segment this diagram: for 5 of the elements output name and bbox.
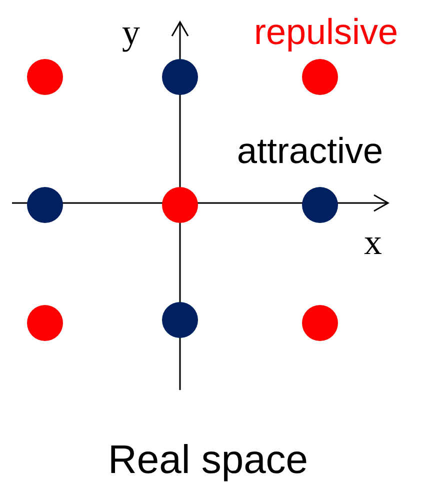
axis-label: y bbox=[122, 14, 140, 50]
repulsive-label: repulsive bbox=[254, 14, 398, 50]
axis-label: x bbox=[364, 224, 382, 260]
caption: Real space bbox=[106, 440, 310, 480]
attractive-label: attractive bbox=[237, 133, 384, 169]
